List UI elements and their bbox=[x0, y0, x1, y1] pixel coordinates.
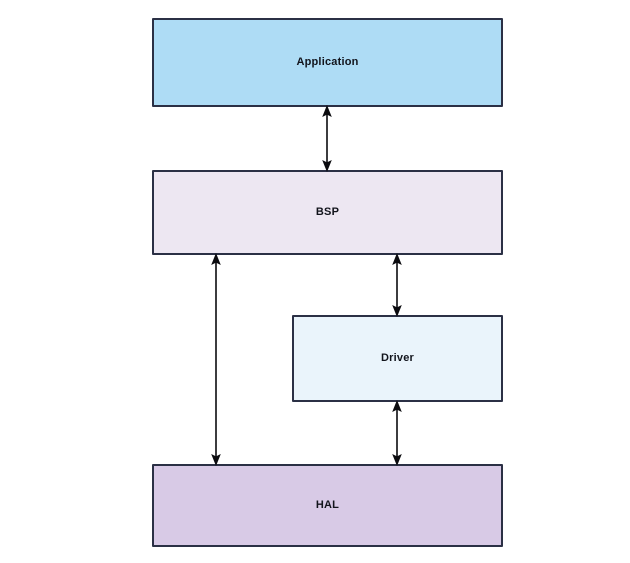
edge-bsp-hal[interactable] bbox=[206, 253, 226, 466]
node-hal-label: HAL bbox=[315, 499, 340, 511]
node-bsp[interactable]: BSP bbox=[152, 170, 503, 255]
edge-bsp-driver[interactable] bbox=[387, 253, 407, 317]
edge-driver-hal[interactable] bbox=[387, 400, 407, 466]
edge-application-bsp[interactable] bbox=[317, 105, 337, 172]
node-driver[interactable]: Driver bbox=[292, 315, 503, 402]
node-bsp-label: BSP bbox=[315, 206, 340, 218]
node-driver-label: Driver bbox=[381, 352, 414, 364]
node-application[interactable]: Application bbox=[152, 18, 503, 107]
node-hal[interactable]: HAL bbox=[152, 464, 503, 547]
node-application-label: Application bbox=[296, 56, 359, 68]
